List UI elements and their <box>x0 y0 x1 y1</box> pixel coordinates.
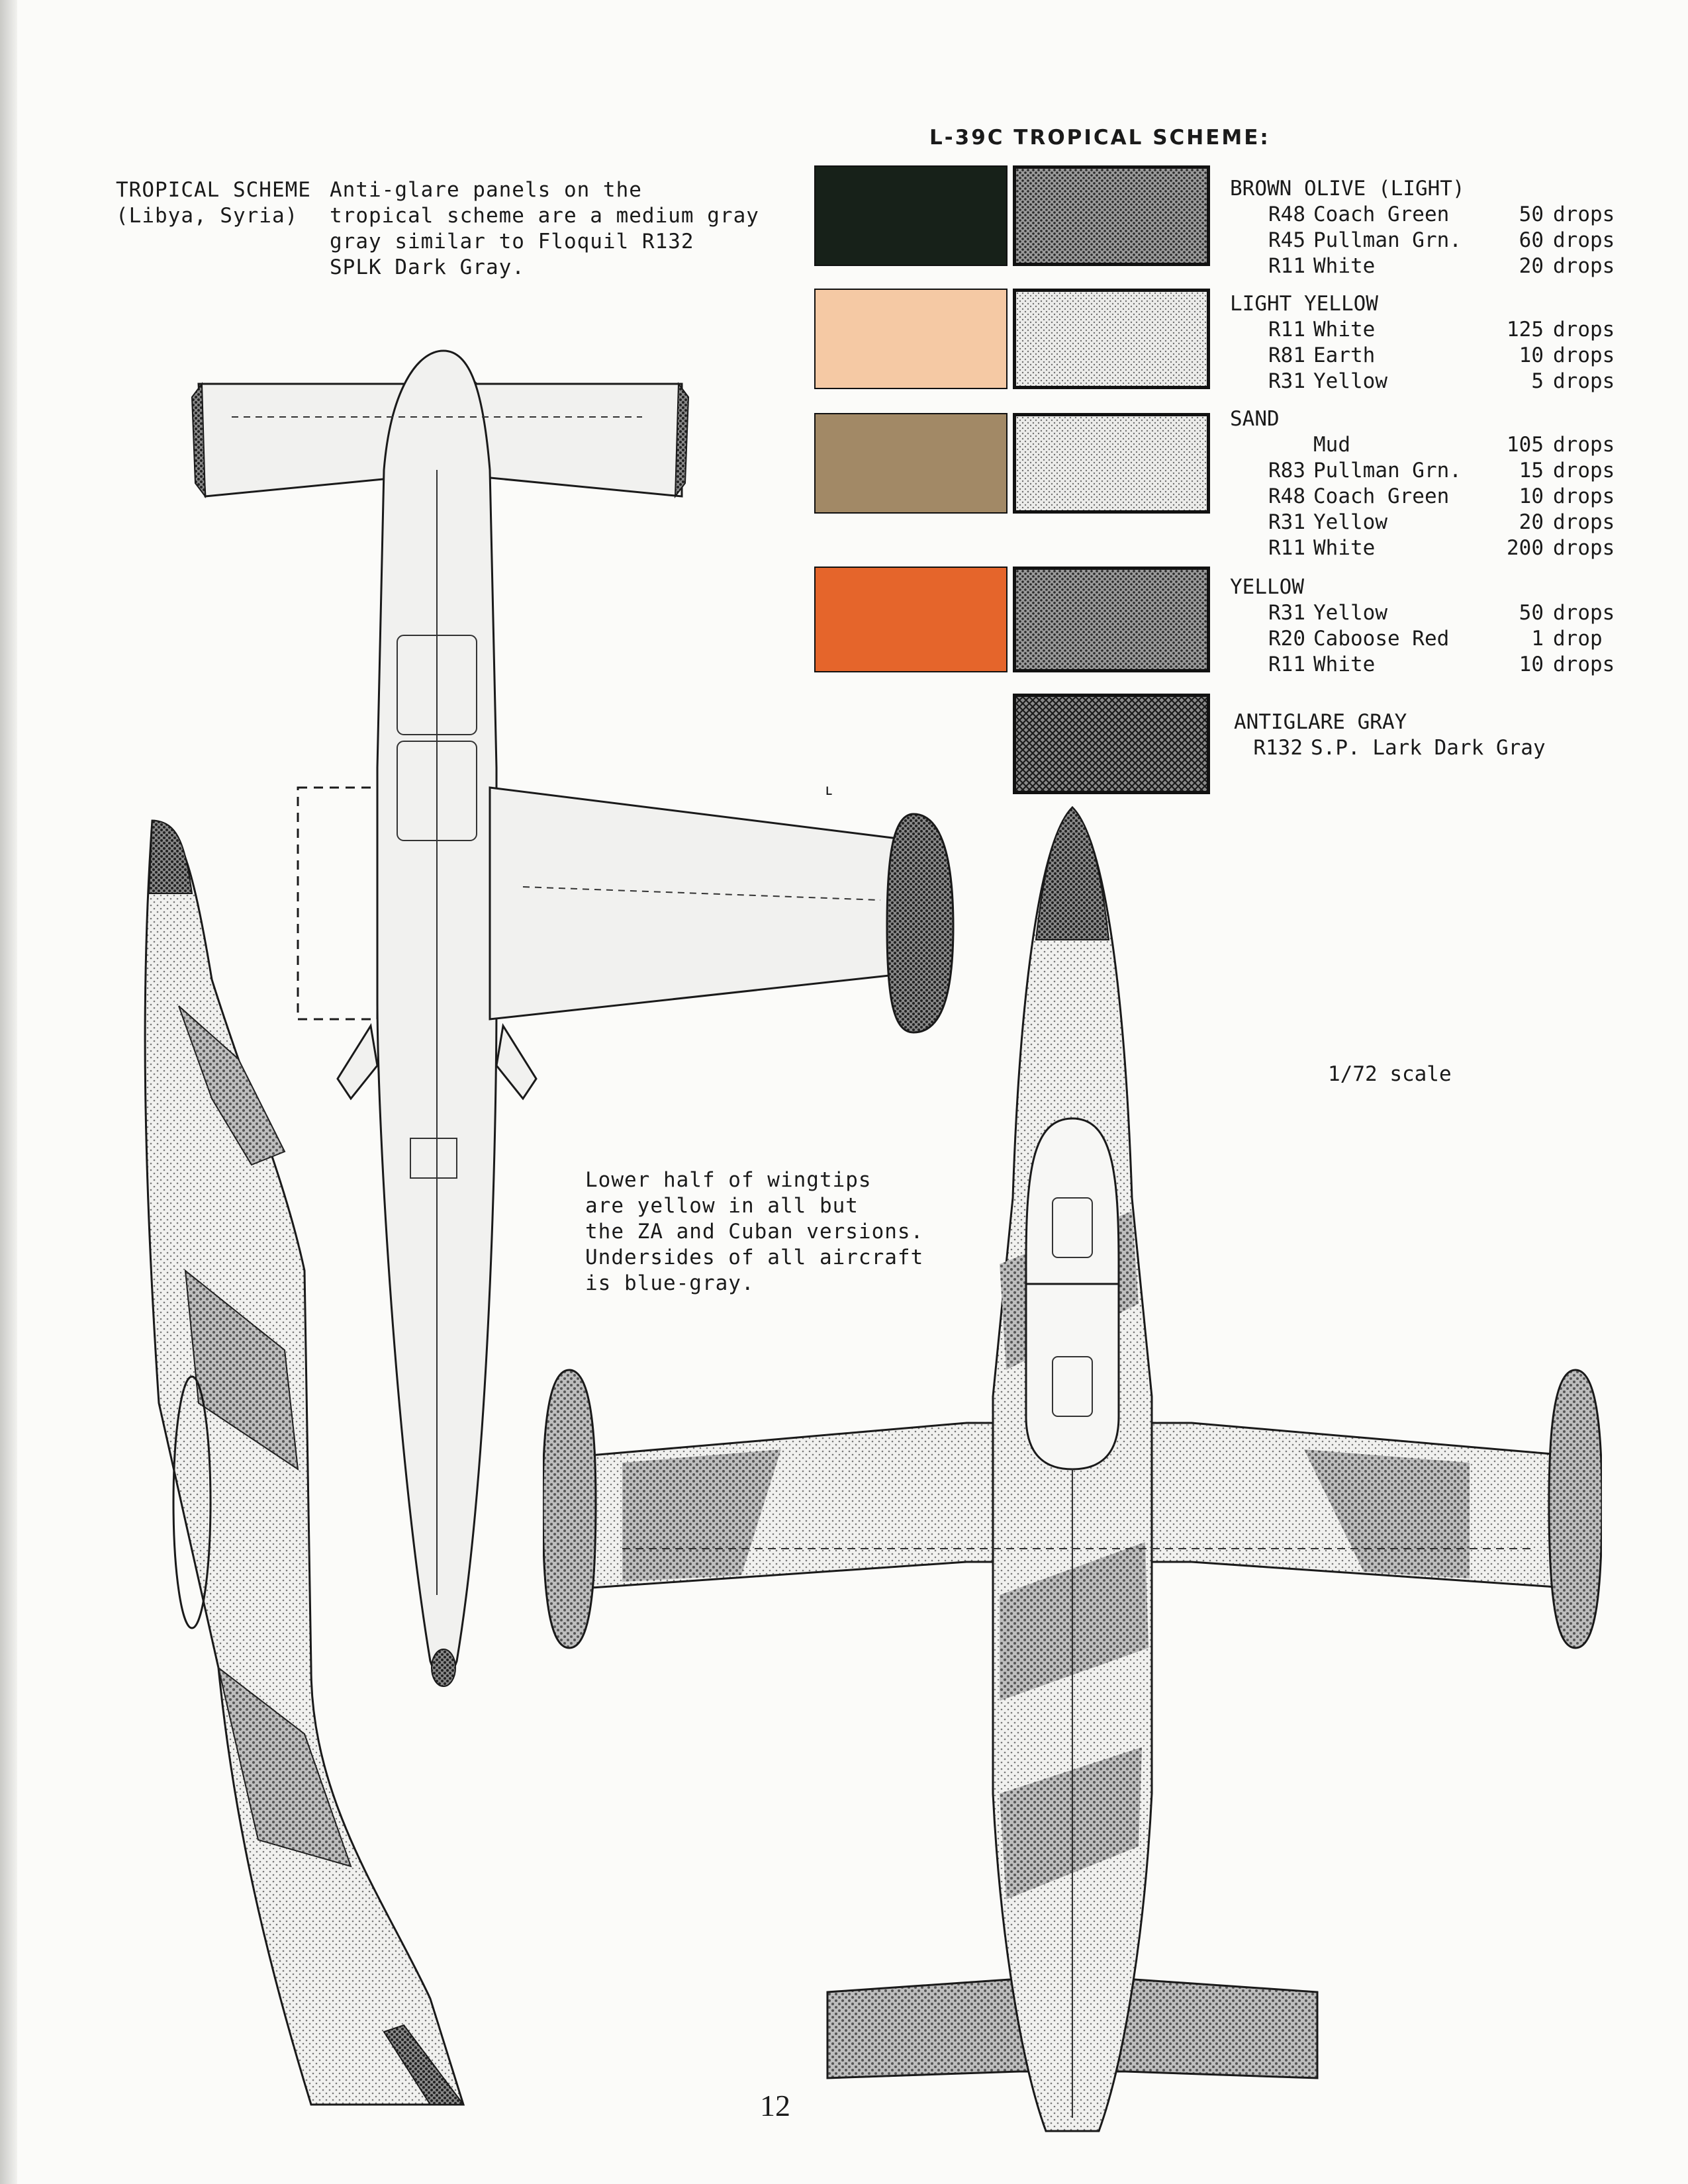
intake-left <box>336 1023 379 1101</box>
side-camo-band <box>184 1269 299 1471</box>
recipe-title: BROWN OLIVE (LIGHT) <box>1230 177 1465 201</box>
top-camo-band <box>1000 1542 1149 1701</box>
antiglare-note: Anti-glare panels on the tropical scheme… <box>330 177 759 281</box>
pattern-yellow <box>1013 567 1210 672</box>
wingtip-note-line: the ZA and Cuban versions. <box>585 1220 924 1244</box>
page-edge <box>0 0 17 2184</box>
top-nose-cone <box>1035 806 1110 940</box>
panel <box>397 635 477 735</box>
side-fuselage <box>144 819 465 2106</box>
side-intake <box>172 1375 212 1629</box>
top-wingtip-tank-left <box>543 1369 597 1649</box>
side-tail-tip <box>383 2024 465 2105</box>
scheme-label-line2: (Libya, Syria) <box>116 204 299 228</box>
swatch-light-yellow <box>814 289 1008 389</box>
side-nose-cone <box>148 819 193 894</box>
tail-tip-left <box>191 382 207 499</box>
pattern-light-yellow <box>1013 289 1210 389</box>
wing-flap-line <box>522 886 881 901</box>
recipe-title: SAND <box>1230 407 1280 431</box>
seat-front <box>1052 1197 1093 1258</box>
wing-root-outline <box>297 786 379 1021</box>
nose-tip <box>431 1649 456 1687</box>
wingtip-note-line: is blue-gray. <box>585 1271 755 1295</box>
swatch-yellow <box>814 567 1008 672</box>
wingtip-note-line: Lower half of wingtips <box>585 1168 872 1192</box>
antiglare-note-line: gray similar to Floquil R132 <box>330 230 694 253</box>
panel <box>397 741 477 841</box>
page-number: 12 <box>760 2089 790 2122</box>
recipe-title: ANTIGLARE GRAY <box>1234 710 1407 734</box>
wingtip-tank <box>886 813 955 1034</box>
recipe-title: YELLOW <box>1230 575 1304 599</box>
seat-rear <box>1052 1356 1093 1417</box>
tail-tip-right <box>674 382 690 499</box>
side-camo-band <box>178 1005 286 1166</box>
intake-right <box>495 1023 538 1101</box>
aircraft-underside-view <box>191 349 955 1687</box>
swatch-brown-olive <box>814 165 1008 266</box>
wingtip-note-line: are yellow in all but <box>585 1194 859 1218</box>
wingtip-note-line: Undersides of all aircraft <box>585 1246 924 1269</box>
aircraft-top-view <box>543 805 1602 2132</box>
pattern-brown-olive <box>1013 165 1210 266</box>
top-camo-patch <box>1304 1449 1470 1578</box>
scale-note: 1/72 scale <box>1328 1062 1452 1086</box>
pattern-antiglare-gray <box>1013 694 1210 794</box>
antiglare-note-line: tropical scheme are a medium gray <box>330 204 759 228</box>
aircraft-side-view <box>144 819 465 2106</box>
swatch-sand <box>814 413 1008 514</box>
side-camo-band <box>217 1666 352 1868</box>
wingtip-note: Lower half of wingtips are yellow in all… <box>585 1167 923 1297</box>
top-wingtip-tank-right <box>1548 1369 1602 1649</box>
scheme-title: L-39C TROPICAL SCHEME: <box>929 126 1270 150</box>
pattern-sand <box>1013 413 1210 514</box>
top-camo-band <box>1000 1747 1142 1899</box>
small-mark: ʟ <box>825 782 835 799</box>
recipe-title: LIGHT YELLOW <box>1230 292 1378 316</box>
panel <box>410 1138 457 1179</box>
antiglare-note-line: Anti-glare panels on the <box>330 178 642 202</box>
scheme-label: TROPICAL SCHEME (Libya, Syria) <box>116 177 311 229</box>
scheme-label-line1: TROPICAL SCHEME <box>116 178 311 202</box>
antiglare-note-line: SPLK Dark Gray. <box>330 255 525 279</box>
